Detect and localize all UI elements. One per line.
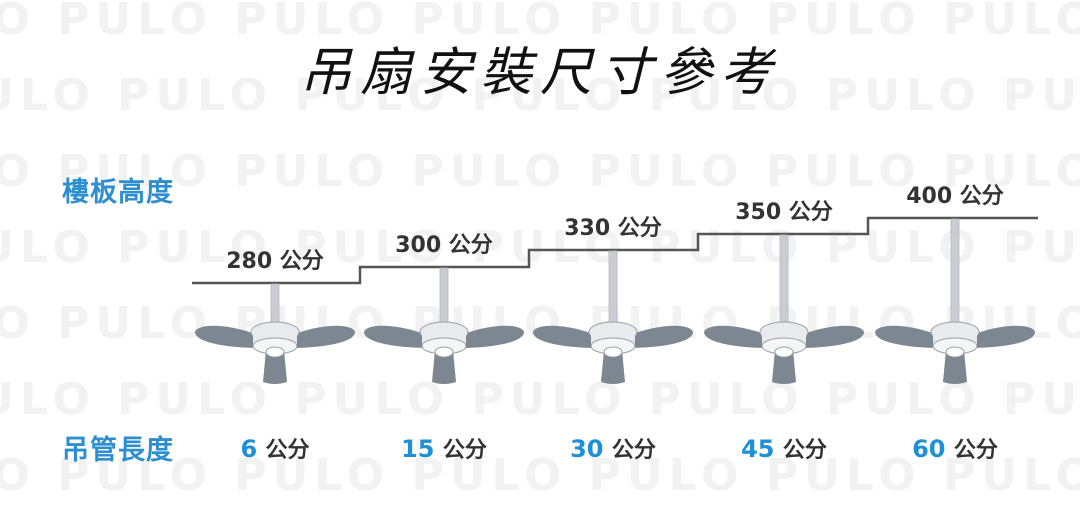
fan-blade xyxy=(601,350,625,384)
fan-blade xyxy=(289,325,355,348)
fan-blade xyxy=(875,325,941,348)
fan-blade xyxy=(533,325,599,348)
fan-blade xyxy=(798,325,864,348)
pipe-length-unit: 公分 xyxy=(611,438,656,463)
ceiling-line xyxy=(192,216,1038,285)
fan-pipe xyxy=(608,250,618,324)
fan-light-cap xyxy=(945,346,965,358)
fan-blade xyxy=(195,325,261,348)
pipe-length-unit: 公分 xyxy=(953,438,998,463)
page-title: 吊扇安裝尺寸參考 xyxy=(299,43,780,103)
pipe-length-value: 15 公分 xyxy=(401,432,487,464)
fan-blade xyxy=(943,350,967,384)
fan-light-cap xyxy=(265,346,285,358)
pipe-length-value: 30 公分 xyxy=(570,432,656,464)
pipe-length-value: 60 公分 xyxy=(912,432,998,464)
fan-blade xyxy=(704,325,770,348)
fan-pipe xyxy=(950,218,960,324)
fan-blade xyxy=(364,325,430,348)
pipe-length-unit: 公分 xyxy=(782,438,827,463)
pipe-length-unit: 公分 xyxy=(265,438,310,463)
pipe-length-number: 15 xyxy=(401,435,443,463)
fan-blade xyxy=(263,350,287,384)
fan-pipe xyxy=(779,234,789,324)
fan-blade xyxy=(969,325,1035,348)
pipe-length-unit: 公分 xyxy=(442,438,487,463)
ceiling-height-label: 樓板高度 xyxy=(62,177,174,208)
pipe-length-number: 60 xyxy=(912,435,954,463)
ceiling-height-value: 300 公分 xyxy=(395,233,493,258)
pipe-length-number: 45 xyxy=(741,435,783,463)
pipe-length-value: 45 公分 xyxy=(741,432,827,464)
ceiling-height-value: 280 公分 xyxy=(226,249,324,274)
pipe-length-value: 6 公分 xyxy=(240,432,309,464)
fan-blade xyxy=(627,325,693,348)
ceiling-height-value: 330 公分 xyxy=(564,216,662,241)
fan-light-cap xyxy=(774,346,794,358)
pipe-length-label: 吊管長度 xyxy=(62,435,174,466)
pipe-length-number: 6 xyxy=(240,435,266,463)
ceiling-height-value: 400 公分 xyxy=(906,184,1004,209)
fan-light-cap xyxy=(603,346,623,358)
fan-light-cap xyxy=(434,346,454,358)
fan-pipe xyxy=(439,267,449,324)
fan-blade xyxy=(458,325,524,348)
pipe-length-number: 30 xyxy=(570,435,612,463)
ceiling-height-value: 350 公分 xyxy=(735,200,833,225)
fan-pipe xyxy=(270,283,280,324)
fan-blade xyxy=(432,350,456,384)
fan-blade xyxy=(772,350,796,384)
